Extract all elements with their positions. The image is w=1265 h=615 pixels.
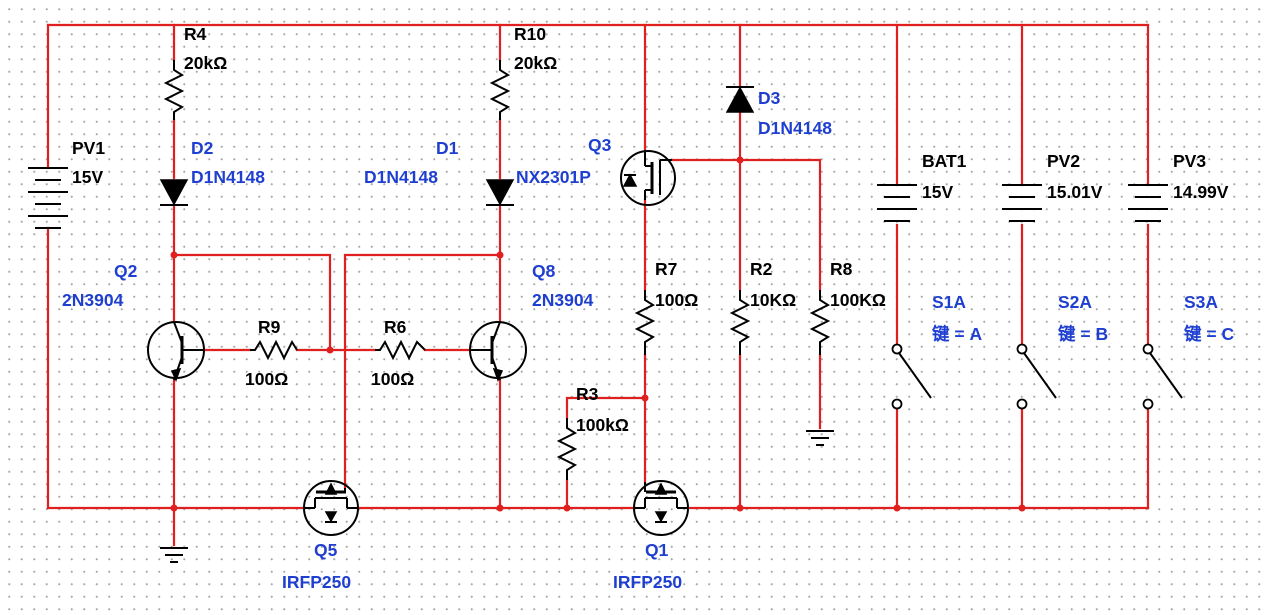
r7-resistor-symbol xyxy=(634,290,656,355)
q2-ref-label: Q2 xyxy=(114,261,138,281)
bat1-battery-symbol xyxy=(877,184,917,222)
d3-value-label: D1N4148 xyxy=(758,118,832,138)
junction-dot xyxy=(893,504,901,512)
s2a-switch-symbol xyxy=(1016,343,1057,410)
pv3-ref-label: PV3 xyxy=(1173,151,1206,171)
d1-value-label: D1N4148 xyxy=(364,167,438,187)
junction-dot xyxy=(170,504,178,512)
s1a-switch-symbol xyxy=(891,343,932,410)
s3a-value-label: 键 = C xyxy=(1184,324,1234,344)
pv3-source-symbol xyxy=(1128,184,1168,222)
r8-resistor-symbol xyxy=(809,290,831,355)
q3-value-label: NX2301P xyxy=(516,167,591,187)
q3-gate-wire xyxy=(670,158,822,430)
q2-npn-transistor-symbol xyxy=(147,321,205,383)
r4-resistor-symbol xyxy=(163,60,185,120)
junction-dot xyxy=(170,251,178,259)
r10-ref-label: R10 xyxy=(514,24,546,44)
d2-diode-symbol xyxy=(159,179,189,206)
r2-resistor-symbol xyxy=(729,290,751,355)
s1a-ref-label: S1A xyxy=(932,292,966,312)
wires xyxy=(46,23,1150,547)
junction-dot xyxy=(496,504,504,512)
junction-dot xyxy=(736,156,744,164)
d2-value-label: D1N4148 xyxy=(191,167,265,187)
r8-ref-label: R8 xyxy=(830,259,853,279)
r9-ref-label: R9 xyxy=(258,317,281,337)
junctions xyxy=(170,156,1026,512)
q8-value-label: 2N3904 xyxy=(532,290,594,310)
q2-value-label: 2N3904 xyxy=(62,290,124,310)
r3-ref-label: R3 xyxy=(576,384,599,404)
q1-ref-label: Q1 xyxy=(645,540,669,560)
r6-ref-label: R6 xyxy=(384,317,407,337)
d2-ref-label: D2 xyxy=(191,138,214,158)
d1-ref-label: D1 xyxy=(436,138,459,158)
bat1-value-label: 15V xyxy=(922,182,953,202)
pv2-source-symbol xyxy=(1002,184,1042,222)
pv1-source-symbol xyxy=(28,167,68,229)
q3-ref-label: Q3 xyxy=(588,135,612,155)
r6-resistor-symbol xyxy=(375,339,426,361)
r8-value-label: 100KΩ xyxy=(830,290,886,310)
s2a-value-label: 键 = B xyxy=(1058,324,1108,344)
pv2-ref-label: PV2 xyxy=(1047,151,1080,171)
q3-pmos-symbol xyxy=(620,150,676,206)
junction-dot xyxy=(736,504,744,512)
q8-ref-label: Q8 xyxy=(532,261,556,281)
labels: PV1 15V R4 20kΩ D2 D1N4148 Q2 2N3904 R9 … xyxy=(62,24,1234,592)
q1-nmos-symbol xyxy=(633,480,689,536)
q8-collector-link xyxy=(343,253,502,490)
d3-diode-symbol xyxy=(725,86,755,113)
r6-value-label: 100Ω xyxy=(371,369,414,389)
bat1-ref-label: BAT1 xyxy=(922,151,967,171)
r3-value-label: 100kΩ xyxy=(576,415,629,435)
q8-npn-transistor-symbol xyxy=(469,321,527,383)
junction-dot xyxy=(563,504,571,512)
d1-diode-symbol xyxy=(485,179,515,206)
s3a-ref-label: S3A xyxy=(1184,292,1218,312)
r3-wire xyxy=(565,396,647,510)
r7-value-label: 100Ω xyxy=(655,290,698,310)
r2-ref-label: R2 xyxy=(750,259,773,279)
s1a-value-label: 键 = A xyxy=(932,324,982,344)
r3-resistor-symbol xyxy=(556,418,578,480)
q5-ref-label: Q5 xyxy=(314,540,338,560)
junction-dot xyxy=(326,346,334,354)
d3-ref-label: D3 xyxy=(758,88,781,108)
r7-ref-label: R7 xyxy=(655,259,677,279)
r10-value-label: 20kΩ xyxy=(514,53,557,73)
s2a-ref-label: S2A xyxy=(1058,292,1092,312)
r4-value-label: 20kΩ xyxy=(184,53,227,73)
r4-ref-label: R4 xyxy=(184,24,207,44)
ground-symbol xyxy=(806,430,834,446)
s3a-switch-symbol xyxy=(1142,343,1183,410)
junction-dot xyxy=(1018,504,1026,512)
pv1-ref-label: PV1 xyxy=(72,138,105,158)
pv1-value-label: 15V xyxy=(72,167,103,187)
q2-collector-link xyxy=(172,253,332,352)
r10-resistor-symbol xyxy=(489,60,511,120)
r2-value-label: 10KΩ xyxy=(750,290,796,310)
junction-dot xyxy=(496,251,504,259)
junction-dot xyxy=(641,394,649,402)
q5-value-label: IRFP250 xyxy=(282,572,351,592)
q1-value-label: IRFP250 xyxy=(613,572,682,592)
pv3-value-label: 14.99V xyxy=(1173,182,1229,202)
q5-nmos-symbol xyxy=(303,480,359,536)
ground-symbol xyxy=(160,547,188,563)
r9-value-label: 100Ω xyxy=(245,369,288,389)
pv2-value-label: 15.01V xyxy=(1047,182,1103,202)
r9-resistor-symbol xyxy=(250,339,298,361)
